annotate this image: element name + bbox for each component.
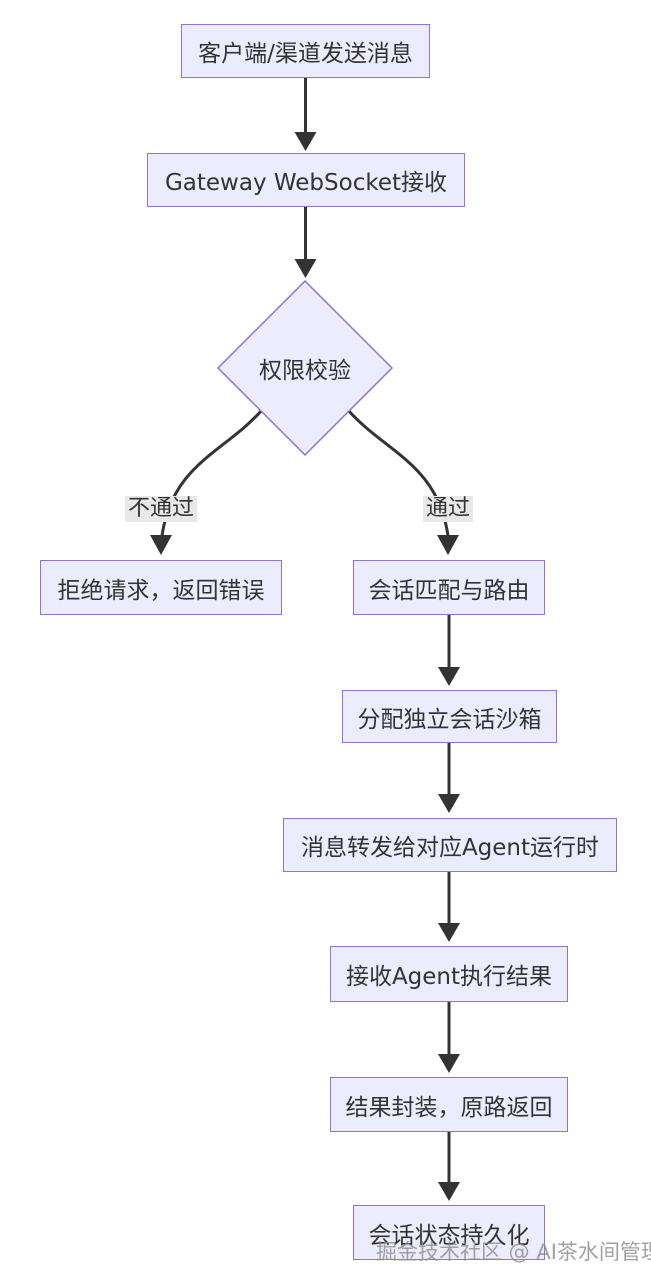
node-forward-to-agent-runtime-label: 消息转发给对应Agent运行时 xyxy=(300,835,600,861)
node-receive-agent-result-label: 接收Agent执行结果 xyxy=(345,964,553,990)
watermark-label: 掘金技术社区 @ AI茶水间管理员 xyxy=(376,1240,651,1264)
arrowhead-permission-to-reject xyxy=(150,535,172,555)
node-forward-to-agent-runtime: 消息转发给对应Agent运行时 xyxy=(283,818,617,872)
node-gateway-websocket-receive-label: Gateway WebSocket接收 xyxy=(164,170,448,196)
node-gateway-websocket-receive: Gateway WebSocket接收 xyxy=(147,153,465,207)
node-wrap-result-return-label: 结果封装，原路返回 xyxy=(345,1094,553,1121)
node-allocate-session-sandbox: 分配独立会话沙箱 xyxy=(342,690,557,743)
arrowhead-sandbox-to-forward xyxy=(438,794,460,813)
node-receive-agent-result: 接收Agent执行结果 xyxy=(330,946,568,1002)
edge-label-fail: 不通过 xyxy=(124,496,198,522)
arrowhead-session-match-to-sandbox xyxy=(438,667,460,686)
decision-permission-check-label: 权限校验 xyxy=(259,358,351,384)
node-session-state-persist-label: 会话状态持久化 xyxy=(368,1222,530,1249)
arrowhead-gateway-to-permission xyxy=(294,259,317,278)
node-client-send-message: 客户端/渠道发送消息 xyxy=(181,24,430,78)
node-allocate-session-sandbox-label: 分配独立会话沙箱 xyxy=(357,706,542,733)
node-client-send-message-label: 客户端/渠道发送消息 xyxy=(198,41,413,67)
decision-permission-check-shape xyxy=(216,279,394,457)
node-session-match-route-label: 会话匹配与路由 xyxy=(368,577,530,604)
edge-label-pass-text: 通过 xyxy=(425,496,471,521)
arrowhead-wrap-to-persist xyxy=(438,1182,460,1201)
node-session-state-persist: 会话状态持久化 xyxy=(353,1205,545,1260)
node-session-match-route: 会话匹配与路由 xyxy=(353,560,545,615)
arrowhead-permission-to-session-match xyxy=(437,535,459,555)
arrowhead-client-to-gateway xyxy=(294,132,317,151)
edge-label-fail-text: 不通过 xyxy=(127,496,195,521)
arrowhead-receive-result-to-wrap xyxy=(438,1054,460,1073)
node-reject-request: 拒绝请求，返回错误 xyxy=(40,560,282,615)
node-wrap-result-return: 结果封装，原路返回 xyxy=(330,1077,568,1132)
node-reject-request-label: 拒绝请求，返回错误 xyxy=(57,577,265,604)
decision-permission-check-label-box: 权限校验 xyxy=(235,352,375,384)
arrowhead-forward-to-receive-result xyxy=(438,923,460,942)
watermark-text: 掘金技术社区 @ AI茶水间管理员 xyxy=(376,1236,651,1266)
edge-label-pass: 通过 xyxy=(422,496,474,522)
